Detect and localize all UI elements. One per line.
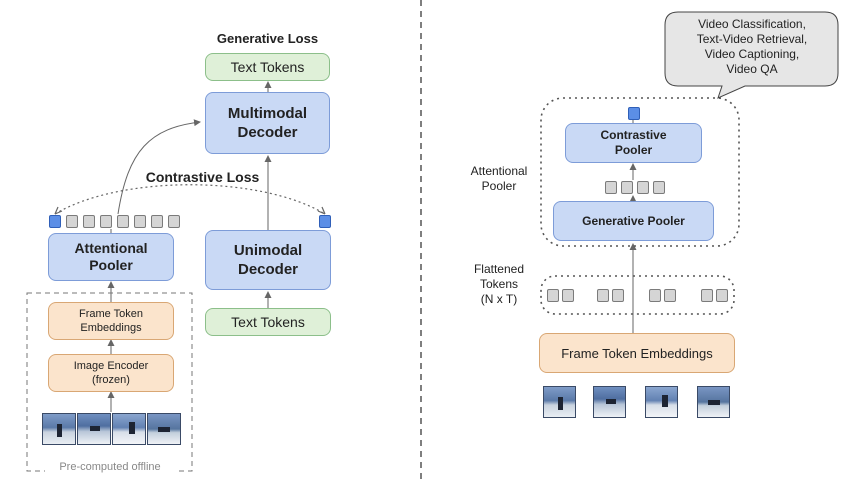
video-frame-image [112, 413, 146, 445]
video-frame-image [147, 413, 181, 445]
attentional-pooler-box: Attentional Pooler [48, 233, 174, 281]
token [716, 289, 728, 302]
generative-pooler-box: Generative Pooler [553, 201, 714, 241]
video-frame-image [645, 386, 678, 418]
nxt-label: (N x T) [480, 292, 518, 306]
token [562, 289, 574, 302]
token [100, 215, 112, 228]
token [621, 181, 633, 194]
cls-token [49, 215, 61, 228]
token [117, 215, 129, 228]
unimodal-decoder-box: Unimodal Decoder [205, 230, 331, 290]
frame-token-embeddings-box: Frame Token Embeddings [48, 302, 174, 340]
task-video-classification: Video Classification, [698, 17, 806, 31]
token [83, 215, 95, 228]
token [649, 289, 661, 302]
video-frame-image [77, 413, 111, 445]
token [597, 289, 609, 302]
text-tokens-bottom-box: Text Tokens [205, 308, 331, 336]
task-text-video-retrieval: Text-Video Retrieval, [696, 32, 808, 46]
video-frame-image [42, 413, 76, 445]
downstream-tasks-bubble: Video Classification, Text-Video Retriev… [668, 17, 836, 77]
video-frame-image [593, 386, 626, 418]
text-cls-token [319, 215, 331, 228]
token [134, 215, 146, 228]
multimodal-decoder-box: Multimodal Decoder [205, 92, 330, 154]
generative-loss-label: Generative Loss [216, 31, 319, 46]
token [612, 289, 624, 302]
contrastive-loss-label: Contrastive Loss [145, 169, 260, 185]
attentional-pooler-label: Attentional Pooler [470, 164, 528, 193]
task-video-captioning: Video Captioning, [704, 47, 800, 61]
video-frame-image [543, 386, 576, 418]
token [605, 181, 617, 194]
text-tokens-top-box: Text Tokens [205, 53, 330, 81]
pooled-token [628, 107, 640, 120]
token [168, 215, 180, 228]
token [637, 181, 649, 194]
contrastive-pooler-box: Contrastive Pooler [565, 123, 702, 163]
image-encoder-box: Image Encoder (frozen) [48, 354, 174, 392]
precomputed-label: Pre-computed offline [45, 460, 175, 475]
token [701, 289, 713, 302]
task-video-qa: Video QA [726, 62, 778, 76]
token [653, 181, 665, 194]
frame-token-embeddings-box-right: Frame Token Embeddings [539, 333, 735, 373]
token [66, 215, 78, 228]
video-frame-image [697, 386, 730, 418]
token [664, 289, 676, 302]
flattened-tokens-label: Flattened Tokens [473, 262, 525, 291]
token [547, 289, 559, 302]
token [151, 215, 163, 228]
